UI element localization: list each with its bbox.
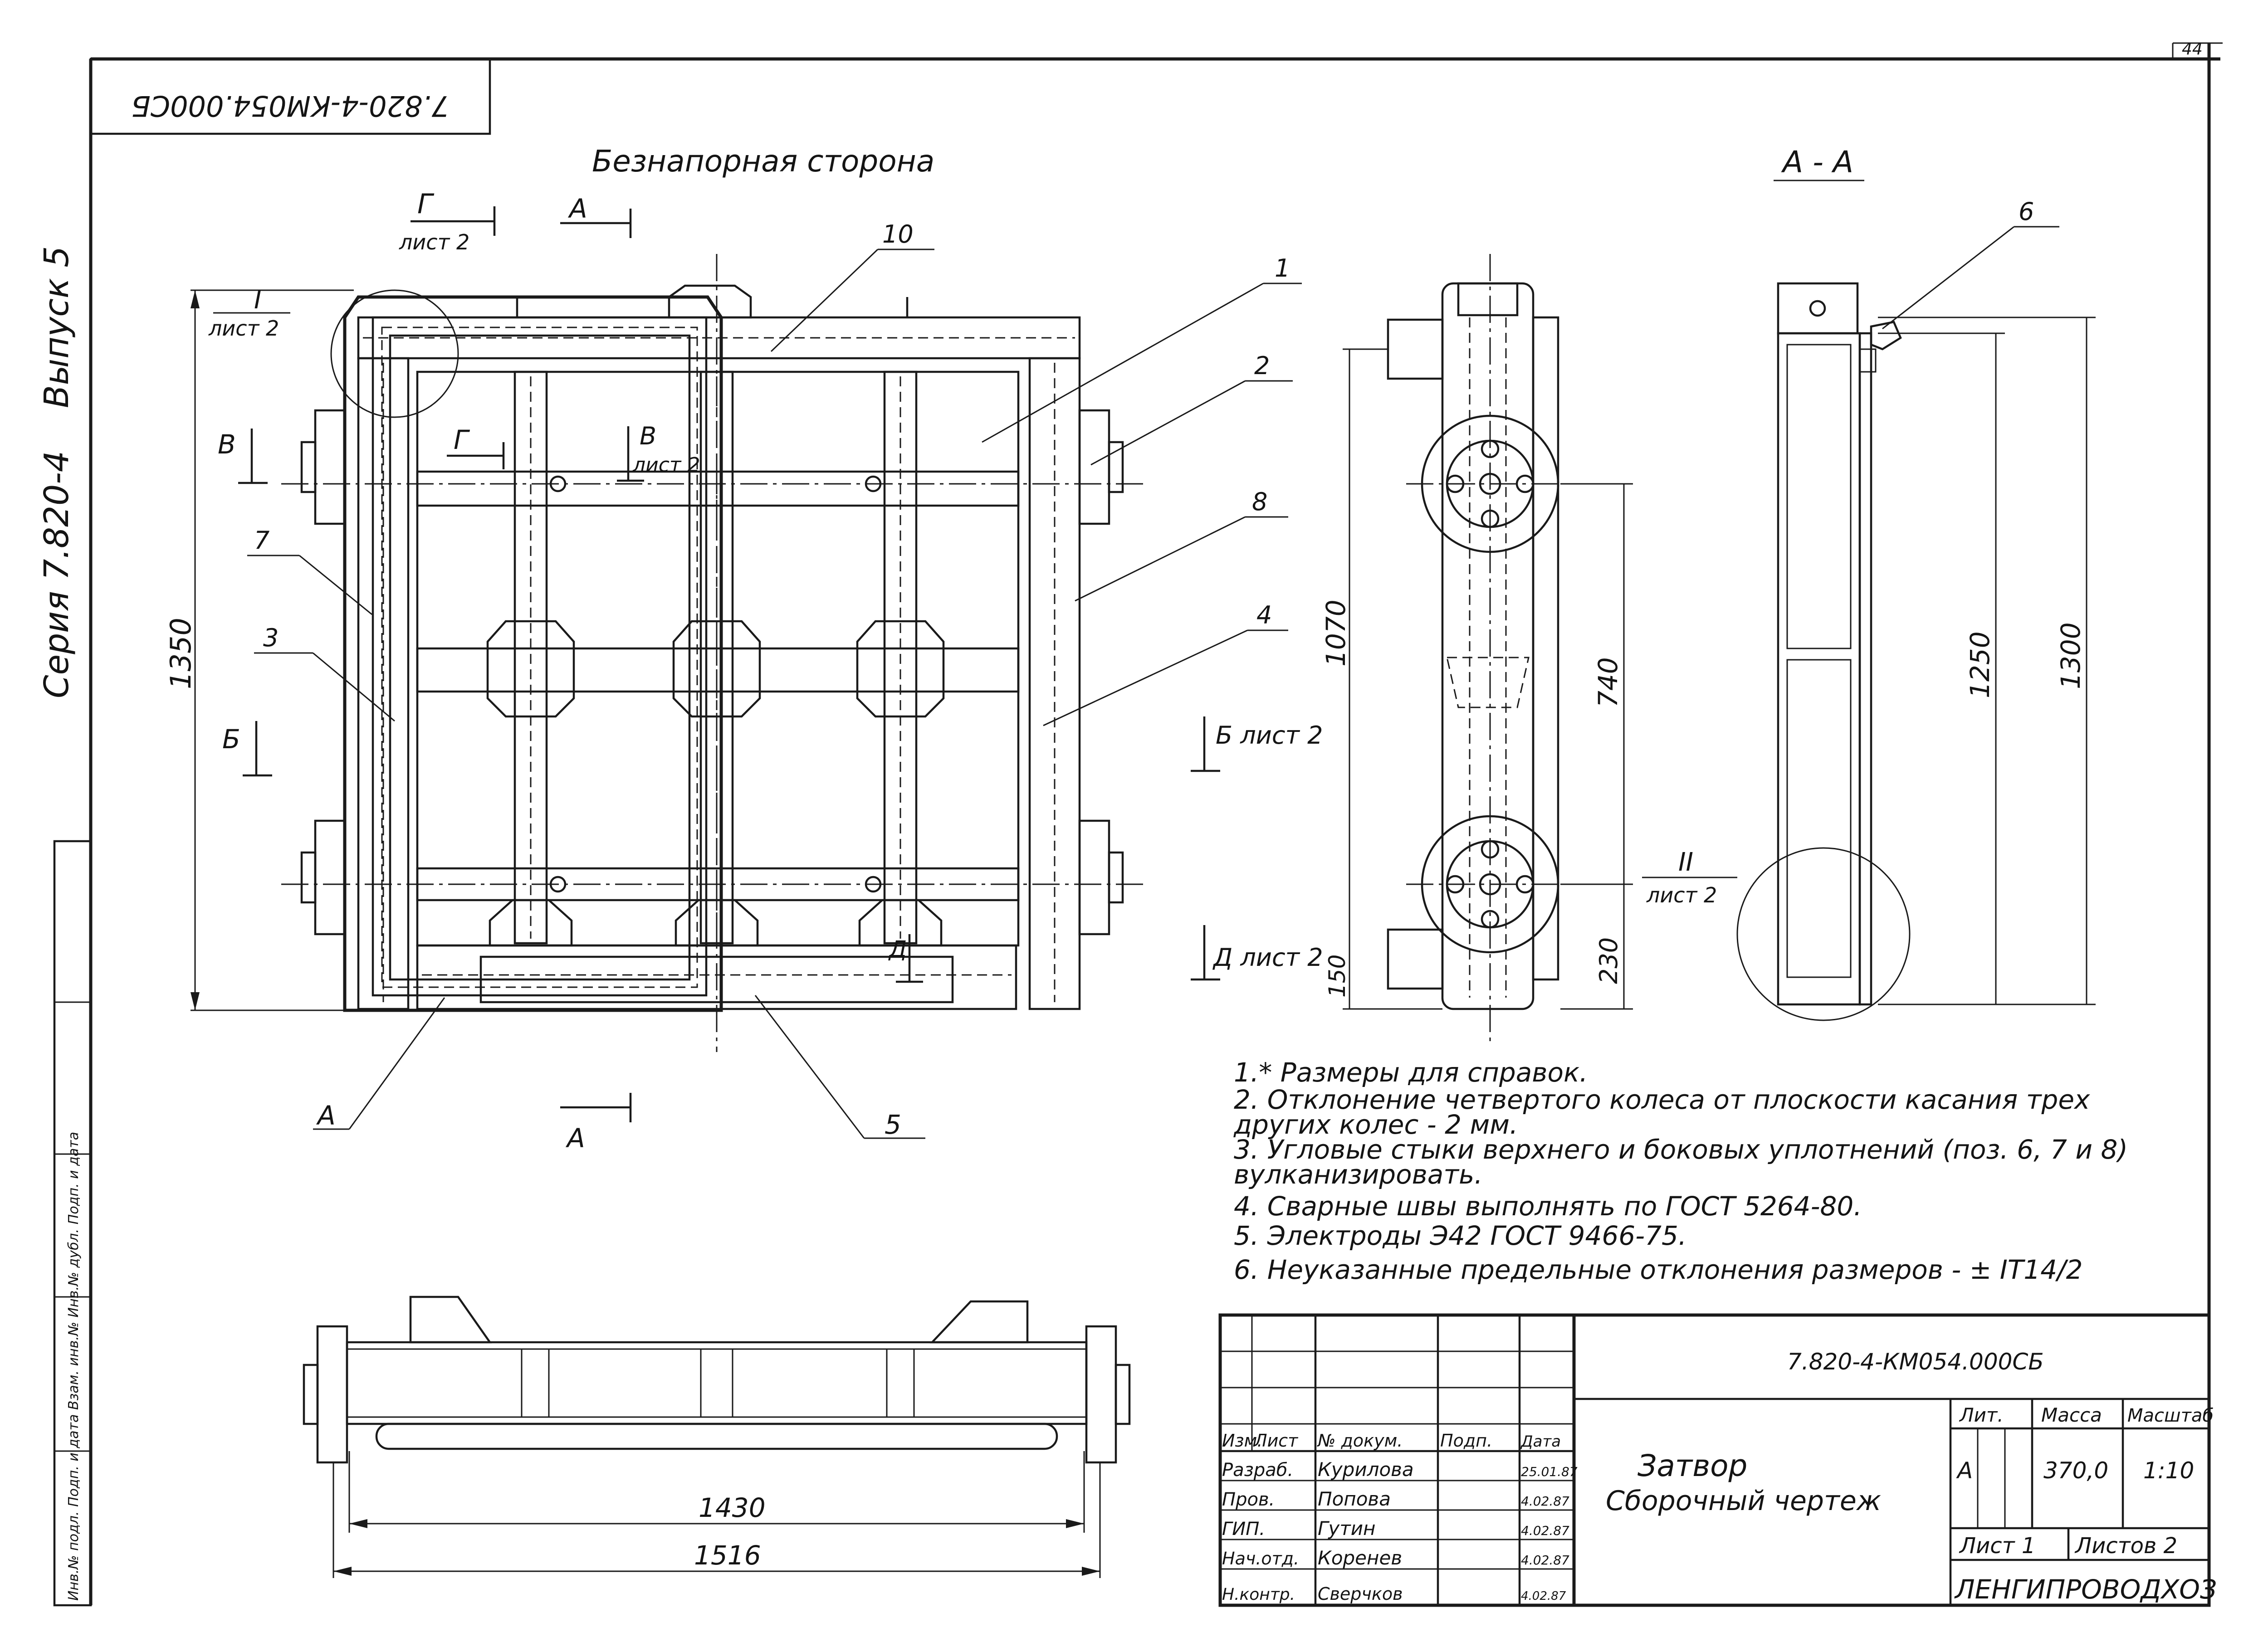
section-a-top: А — [567, 193, 587, 224]
pos-1: 1 — [1275, 254, 1290, 283]
pos-6: 6 — [2019, 197, 2034, 226]
tb-scale: 1:10 — [2143, 1457, 2194, 1484]
tb-name-2: Гутин — [1318, 1517, 1375, 1540]
tb-role-2: ГИП. — [1222, 1519, 1265, 1540]
page-number: 44 — [2182, 40, 2203, 58]
section-b-right: Б лист 2 — [1216, 721, 1323, 750]
tb-lit: А — [1956, 1457, 1973, 1484]
tb-hdr-doc: № докум. — [1317, 1431, 1403, 1451]
tb-date-0: 25.01.87 — [1521, 1464, 1578, 1479]
note-1: 1.* Размеры для справок. — [1234, 1057, 1588, 1088]
pos-3: 3 — [263, 624, 279, 652]
tb-date-2: 4.02.87 — [1521, 1523, 1569, 1538]
tb-role-0: Разраб. — [1222, 1460, 1293, 1481]
section-b-left: Б — [222, 724, 240, 755]
margin-stamp-text: Инв.№ подл. Подп. и дата Взам. инв.№ Инв… — [66, 1132, 82, 1601]
note-3: 3. Угловые стыки верхнего и боковых упло… — [1234, 1134, 2128, 1165]
tb-name-1: Попова — [1318, 1488, 1391, 1510]
tb-scale-header: Масштаб — [2127, 1405, 2214, 1426]
rotated-code-box — [89, 58, 491, 135]
gate-outer-frame — [343, 295, 723, 1012]
tb-hdr-sign: Подп. — [1440, 1431, 1492, 1451]
tb-org: ЛЕНГИПРОВОДХОЗ — [1954, 1574, 2217, 1605]
dim-230: 230 — [1594, 937, 1623, 984]
rotated-code: 7.820-4-КМ054.000СБ — [131, 89, 449, 122]
detail-II-sheet: лист 2 — [1646, 883, 1717, 907]
detail-II-circle — [1736, 847, 1911, 1021]
tb-hdr-list: Лист — [1253, 1431, 1299, 1451]
pos-2: 2 — [1254, 351, 1270, 380]
side-view: 1070 150 740 230 — [1320, 254, 1633, 1043]
title-block: Изм. Лист № докум. Подп. Дата Разраб. Ку… — [1218, 1313, 2217, 1607]
dim-150: 150 — [1324, 955, 1350, 998]
tb-sheet: Лист 1 — [1959, 1533, 2035, 1559]
detail-I-sheet: лист 2 — [208, 316, 279, 341]
margin-stamp — [53, 840, 92, 1607]
section-g-inner: Г — [454, 424, 470, 455]
pos-4: 4 — [1256, 601, 1272, 629]
note-2b: других колес - 2 мм. — [1233, 1109, 1518, 1140]
dim-1350: 1350 — [164, 618, 197, 689]
detail-I-label: I — [254, 285, 262, 315]
dim-1430: 1430 — [699, 1492, 766, 1523]
tb-role-4: Н.контр. — [1222, 1585, 1295, 1604]
tb-name-line1: Затвор — [1637, 1448, 1747, 1483]
front-view: Безнапорная сторона — [164, 144, 1323, 1154]
pos-5: 5 — [885, 1109, 901, 1140]
tb-name-3: Коренев — [1318, 1547, 1402, 1569]
note-5: 5. Электроды Э42 ГОСТ 9466-75. — [1234, 1220, 1686, 1251]
bottom-view: 1430 1516 — [303, 1296, 1131, 1578]
dim-1250: 1250 — [1965, 631, 1995, 698]
tb-hdr-izm: Изм. — [1222, 1431, 1262, 1451]
tb-role-3: Нач.отд. — [1222, 1549, 1299, 1569]
section-g-sheet: лист 2 — [399, 230, 469, 254]
tb-sheets: Листов 2 — [2074, 1533, 2177, 1559]
dim-1300: 1300 — [2055, 622, 2086, 689]
tb-mass: 370,0 — [2043, 1457, 2108, 1484]
detail-II-label: II — [1678, 848, 1693, 877]
pos-A: А — [316, 1100, 336, 1131]
pos-8: 8 — [1252, 487, 1267, 516]
detail-I-circle — [330, 289, 459, 418]
section-a-bottom: А — [565, 1123, 585, 1154]
gate-opening — [416, 370, 1020, 947]
section-g-top: Г — [417, 188, 435, 220]
tb-date-1: 4.02.87 — [1521, 1494, 1569, 1509]
tb-name-line2: Сборочный чертеж — [1606, 1485, 1881, 1517]
tb-mass-header: Масса — [2041, 1404, 2102, 1426]
front-view-title: Безнапорная сторона — [592, 144, 934, 179]
dim-1070: 1070 — [1320, 599, 1351, 667]
tb-role-1: Пров. — [1222, 1489, 1275, 1510]
series-label: Серия 7.820-4 — [37, 451, 76, 698]
tb-date-4: 4.02.87 — [1521, 1589, 1566, 1603]
dim-740: 740 — [1593, 657, 1623, 707]
dim-1516: 1516 — [694, 1540, 761, 1571]
issue-label: Выпуск 5 — [37, 246, 76, 408]
note-2: 2. Отклонение четвертого колеса от плоск… — [1234, 1084, 2090, 1115]
tb-code: 7.820-4-КМ054.000СБ — [1787, 1349, 2044, 1375]
section-aa-title: А - А — [1781, 145, 1853, 180]
section-v-left: В — [218, 429, 236, 460]
tb-lit-header: Лит. — [1959, 1404, 2004, 1426]
section-v-inner-sheet: лист 2 — [632, 453, 700, 477]
tb-hdr-date: Дата — [1520, 1432, 1561, 1451]
section-aa: А - А 6 1250 1300 II лист 2 — [1642, 145, 2096, 1021]
notes: 1.* Размеры для справок. 2. Отклонение ч… — [1233, 1057, 2128, 1285]
tb-name-4: Сверчков — [1318, 1584, 1403, 1604]
tb-date-3: 4.02.87 — [1521, 1553, 1569, 1568]
section-d-inner: Д — [888, 936, 907, 962]
note-3b: вулканизировать. — [1234, 1159, 1483, 1190]
pos-10: 10 — [882, 220, 914, 248]
note-4: 4. Сварные швы выполнять по ГОСТ 5264-80… — [1234, 1191, 1862, 1222]
tb-name-0: Курилова — [1318, 1458, 1414, 1481]
section-d-right: Д лист 2 — [1212, 943, 1323, 972]
pos-7: 7 — [254, 526, 269, 555]
section-v-inner: В — [640, 422, 656, 450]
note-6: 6. Неуказанные предельные отклонения раз… — [1234, 1254, 2083, 1285]
